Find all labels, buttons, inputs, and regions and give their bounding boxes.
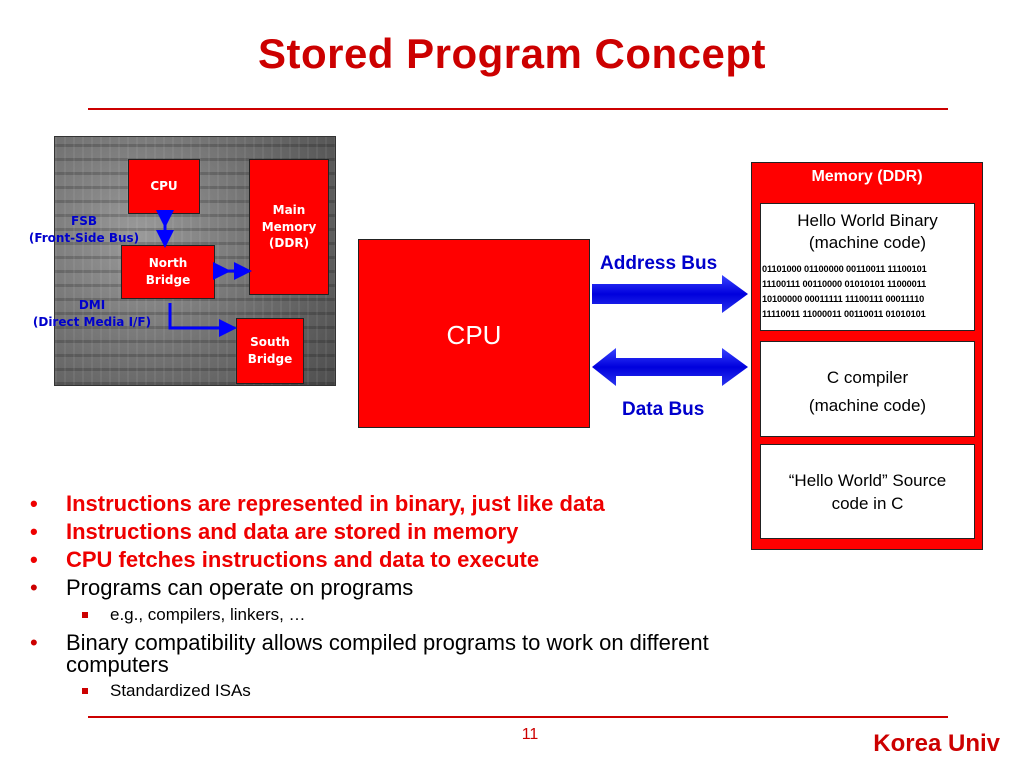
board-main-memory: Main Memory (DDR) bbox=[249, 159, 329, 295]
board-cpu-chip: CPU bbox=[128, 159, 200, 214]
bullet-item: •Instructions and data are stored in mem… bbox=[30, 519, 519, 544]
dmi-label-line-2: (Direct Media I/F) bbox=[32, 314, 152, 329]
board-cpu-label: CPU bbox=[150, 179, 178, 194]
dmi-label-line-1: DMI bbox=[78, 298, 106, 312]
slide-title: Stored Program Concept bbox=[257, 30, 767, 77]
source-line-2: code in C bbox=[831, 494, 904, 513]
south-bridge-line-2: Bridge bbox=[247, 352, 293, 366]
binary-line: 11100111 00110000 01010101 11000011 bbox=[762, 279, 927, 289]
footer-org: Korea Univ bbox=[873, 730, 1000, 757]
source-box: “Hello World” Source code in C bbox=[760, 444, 975, 539]
compiler-box: C compiler (machine code) bbox=[760, 341, 975, 437]
south-bridge-line-1: South bbox=[250, 335, 290, 350]
data-bus-label: Data Bus bbox=[622, 399, 705, 420]
square-bullet-icon bbox=[82, 612, 88, 618]
dmi-label: DMI (Direct Media I/F) bbox=[22, 297, 162, 331]
binary-line: 10100000 00011111 11100111 00011110 bbox=[762, 294, 925, 304]
fsb-label: FSB (Front-Side Bus) bbox=[22, 213, 146, 247]
address-bus-label: Address Bus bbox=[600, 253, 718, 274]
address-bus-arrow bbox=[592, 275, 748, 313]
fsb-label-line-1: FSB bbox=[71, 214, 97, 228]
bullet-item: •Instructions are represented in binary,… bbox=[30, 491, 605, 516]
main-memory-line-1: Main bbox=[272, 202, 306, 217]
bullet-item: •CPU fetches instructions and data to ex… bbox=[30, 547, 540, 572]
page-number: 11 bbox=[521, 726, 539, 743]
sub-bullet-item: Standardized ISAs bbox=[30, 680, 770, 702]
binary-line: 11110011 11000011 00110011 01010101 bbox=[762, 309, 926, 319]
title-divider bbox=[88, 108, 948, 110]
cpu-block: CPU bbox=[358, 239, 590, 428]
bullet-item: •Programs can operate on programs bbox=[30, 575, 414, 600]
north-bridge-line-2: Bridge bbox=[145, 273, 191, 287]
bus-arrows bbox=[592, 275, 748, 386]
compiler-line-2: (machine code) bbox=[808, 396, 927, 415]
binary-heading-line-1: Hello World Binary bbox=[797, 211, 938, 230]
board-south-bridge: South Bridge bbox=[236, 318, 304, 384]
bullet-list: •Instructions are represented in binary,… bbox=[30, 492, 770, 708]
main-memory-line-3: (DDR) bbox=[268, 236, 310, 251]
footer-divider bbox=[88, 716, 948, 718]
sub-bullet-item: e.g., compilers, linkers, … bbox=[30, 604, 770, 626]
cpu-block-label: CPU bbox=[446, 320, 502, 350]
square-bullet-icon bbox=[82, 688, 88, 694]
bullet-item: •Binary compatibility allows compiled pr… bbox=[30, 630, 709, 677]
binary-heading-line-2: (machine code) bbox=[808, 233, 927, 252]
north-bridge-line-1: North bbox=[148, 256, 188, 271]
memory-title: Memory (DDR) bbox=[811, 168, 923, 185]
fsb-label-line-2: (Front-Side Bus) bbox=[28, 230, 140, 245]
binary-box: Hello World Binary (machine code) 011010… bbox=[760, 203, 975, 331]
binary-code: 01101000 01100000 00110011 11100101 1110… bbox=[761, 262, 974, 322]
compiler-line-1: C compiler bbox=[826, 368, 909, 387]
source-line-1: “Hello World” Source bbox=[788, 471, 947, 490]
data-bus-arrow bbox=[592, 348, 748, 386]
main-memory-line-2: Memory bbox=[261, 219, 317, 234]
binary-line: 01101000 01100000 00110011 11100101 bbox=[762, 264, 927, 274]
